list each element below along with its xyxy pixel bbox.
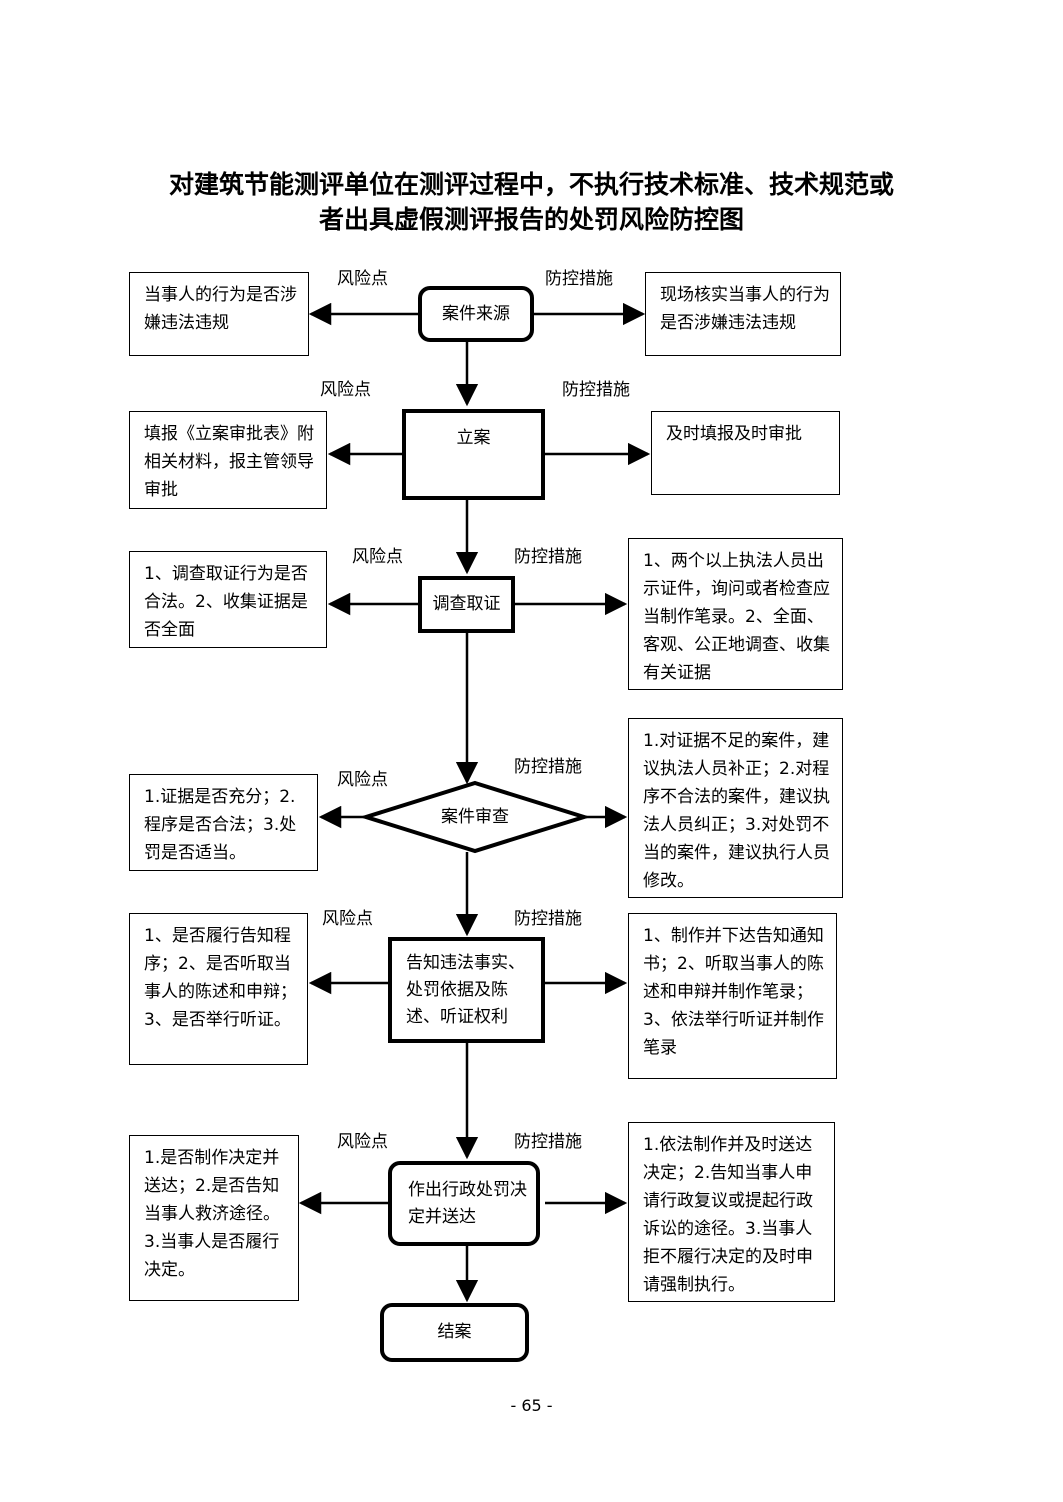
risk-box-notice: 1、是否履行告知程序；2、是否听取当事人的陈述和申辩；3、是否举行听证。 <box>129 913 308 1065</box>
control-box-case-source: 现场核实当事人的行为是否涉嫌违法违规 <box>645 272 841 356</box>
control-label-1: 防控措施 <box>545 269 613 289</box>
page-title-line-2: 者出具虚假测评报告的处罚风险防控图 <box>318 205 744 234</box>
control-label-5: 防控措施 <box>514 909 582 929</box>
control-label-4: 防控措施 <box>514 757 582 777</box>
risk-label-5: 风险点 <box>322 909 373 929</box>
page-title-line-1: 对建筑节能测评单位在测评过程中，不执行技术标准、技术规范或 <box>168 170 894 199</box>
node-decision: 作出行政处罚决定并送达 <box>388 1161 540 1246</box>
risk-label-3: 风险点 <box>352 547 403 567</box>
risk-label-4: 风险点 <box>337 770 388 790</box>
control-box-review: 1.对证据不足的案件，建议执法人员补正；2.对程序不合法的案件，建议执法人员纠正… <box>628 718 843 898</box>
control-label-3: 防控措施 <box>514 547 582 567</box>
node-case-source: 案件来源 <box>418 286 534 342</box>
risk-box-investigation: 1、调查取证行为是否合法。2、收集证据是否全面 <box>129 551 327 648</box>
control-box-decision: 1.依法制作并及时送达决定；2.告知当事人申请行政复议或提起行政诉讼的途径。3.… <box>628 1122 835 1302</box>
control-label-2: 防控措施 <box>562 380 630 400</box>
node-review: 案件审查 <box>441 807 509 827</box>
node-filing: 立案 <box>402 409 545 500</box>
page-number: - 65 - <box>510 1396 553 1415</box>
control-label-6: 防控措施 <box>514 1132 582 1152</box>
control-box-filing: 及时填报及时审批 <box>651 411 840 495</box>
node-investigation: 调查取证 <box>418 576 515 633</box>
risk-box-case-source: 当事人的行为是否涉嫌违法违规 <box>129 272 309 356</box>
risk-box-review: 1.证据是否充分；2.程序是否合法；3.处罚是否适当。 <box>129 774 318 871</box>
node-close-case: 结案 <box>380 1303 529 1362</box>
control-box-notice: 1、制作并下达告知通知书；2、听取当事人的陈述和申辩并制作笔录；3、依法举行听证… <box>628 913 837 1079</box>
control-box-investigation: 1、两个以上执法人员出示证件，询问或者检查应当制作笔录。2、全面、客观、公正地调… <box>628 538 843 690</box>
risk-label-2: 风险点 <box>320 380 371 400</box>
risk-label-1: 风险点 <box>337 269 388 289</box>
risk-box-filing: 填报《立案审批表》附相关材料，报主管领导审批 <box>129 411 327 509</box>
risk-label-6: 风险点 <box>337 1132 388 1152</box>
risk-box-decision: 1.是否制作决定并送达；2.是否告知当事人救济途径。3.当事人是否履行决定。 <box>129 1135 299 1301</box>
review-diamond <box>359 780 591 854</box>
node-notice: 告知违法事实、处罚依据及陈述、听证权利 <box>388 937 545 1043</box>
